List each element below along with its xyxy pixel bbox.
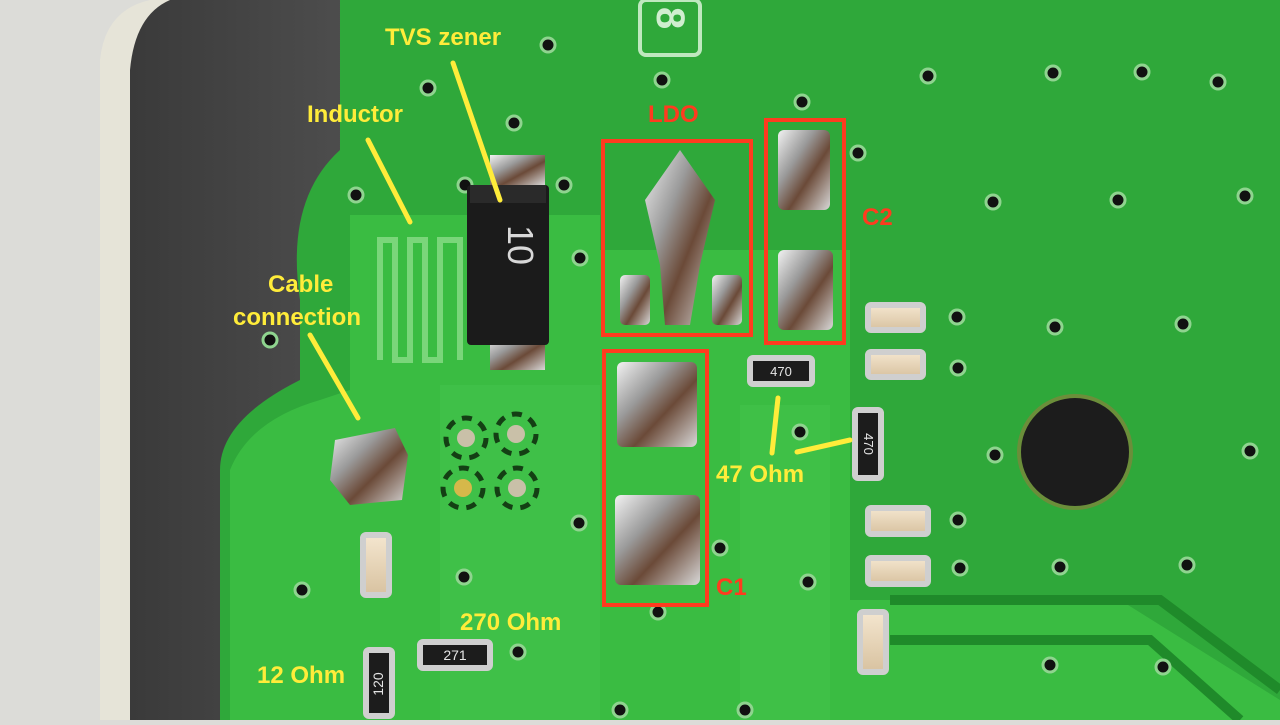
label-cable-line2: connection <box>233 304 361 331</box>
c2-box <box>764 118 846 345</box>
annotation-boxes <box>601 118 846 607</box>
c1-box <box>602 349 709 607</box>
label-tvs-zener: TVS zener <box>385 24 501 51</box>
tvs-diode: 10 <box>467 155 549 370</box>
ldo-component <box>620 150 742 325</box>
label-cable-line1: Cable <box>268 271 333 298</box>
ceramic-caps <box>360 302 931 675</box>
label-12-ohm: 12 Ohm <box>257 662 345 689</box>
silkscreen-box <box>638 0 702 57</box>
label-ldo: LDO <box>648 101 699 128</box>
c1-cap-bottom <box>615 495 700 585</box>
label-c2: C2 <box>862 204 893 231</box>
svg-text:470: 470 <box>770 364 792 379</box>
cable-solder-joint <box>330 428 408 505</box>
test-pads <box>440 411 540 511</box>
resistor-47-a: 470 <box>747 355 815 387</box>
vias <box>261 36 1259 719</box>
ldo-box <box>601 139 753 337</box>
c1-cap-top <box>617 362 697 447</box>
label-47-ohm: 47 Ohm <box>716 461 804 488</box>
resistor-12: 120 <box>363 647 395 719</box>
label-c1: C1 <box>716 574 747 601</box>
svg-text:470: 470 <box>861 433 876 455</box>
resistor-270: 271 <box>417 639 493 671</box>
silkscreen-8: 8 <box>648 7 692 29</box>
trace-2 <box>890 635 1244 724</box>
label-inductor: Inductor <box>307 101 403 128</box>
mounting-hole <box>1017 394 1133 510</box>
inductor-trace <box>377 237 463 363</box>
c2-cap-bottom <box>778 250 833 330</box>
label-270-ohm: 270 Ohm <box>460 609 561 636</box>
c2-cap-top <box>778 130 830 210</box>
trace <box>890 595 1280 694</box>
diode-marking: 10 <box>500 225 541 265</box>
svg-text:120: 120 <box>370 672 386 696</box>
inner-pad-area-2 <box>740 405 830 720</box>
annotation-pointers <box>307 60 853 456</box>
svg-text:271: 271 <box>443 647 467 663</box>
resistor-47-b: 470 <box>852 407 884 481</box>
